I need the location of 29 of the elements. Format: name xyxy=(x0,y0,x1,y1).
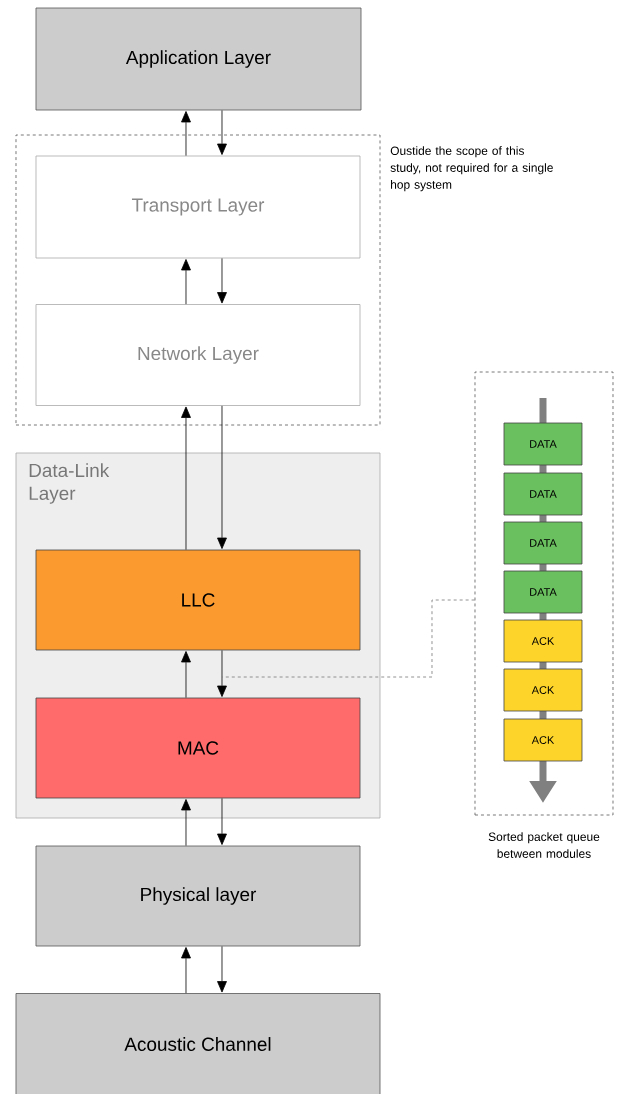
arrow xyxy=(217,258,227,304)
packet-box: DATA xyxy=(503,570,583,614)
arrow xyxy=(181,799,191,846)
packet-box: DATA xyxy=(503,422,583,466)
packet-box: DATA xyxy=(503,521,583,565)
arrow xyxy=(217,110,227,155)
arrow xyxy=(217,798,227,845)
module-box: LLC xyxy=(35,549,361,651)
arrow xyxy=(217,650,227,697)
arrow xyxy=(181,406,191,550)
layer-box: Network Layer xyxy=(35,304,361,406)
layer-box: Physical layer xyxy=(35,845,361,947)
note-text: Oustide the scope of this study, not required for a single hop system xyxy=(390,146,553,192)
arrow xyxy=(217,946,227,993)
packet-box: DATA xyxy=(503,472,583,516)
arrow xyxy=(181,111,191,156)
arrow xyxy=(181,651,191,698)
arrow xyxy=(217,405,227,549)
leader-line xyxy=(221,599,475,678)
module-box: MAC xyxy=(35,697,361,799)
packet-box: ACK xyxy=(503,668,583,712)
layer-box: Application Layer xyxy=(35,7,362,111)
layer-box: Transport Layer xyxy=(35,155,361,259)
packet-box: ACK xyxy=(503,718,583,762)
note-text: Sorted packet queue between modules xyxy=(488,832,600,858)
layer-box: Acoustic Channel xyxy=(15,993,381,1094)
arrow xyxy=(181,947,191,994)
packet-box: ACK xyxy=(503,619,583,663)
arrow xyxy=(181,259,191,305)
